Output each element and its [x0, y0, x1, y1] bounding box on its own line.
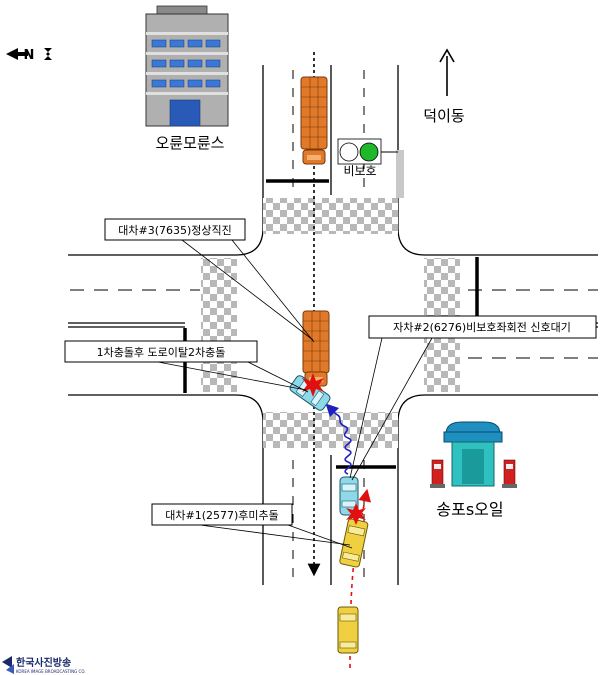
gas-station-icon — [430, 421, 517, 488]
building-icon — [145, 5, 229, 127]
callout-car3-text: 대차#3(7635)정상직진 — [118, 224, 232, 237]
logo-name: 한국사진방송 — [16, 656, 71, 669]
truck-top — [300, 76, 328, 165]
fuel-pump-right-icon — [502, 459, 517, 488]
building-label: 오륜모륜스 — [155, 134, 224, 152]
callout-car2-text: 자차#2(6276)비보호좌회전 신호대기 — [393, 321, 571, 334]
logo-mark-icon — [2, 656, 12, 668]
truck-car3 — [302, 310, 330, 387]
car1-path — [349, 488, 372, 669]
up-arrow-icon — [439, 48, 455, 96]
car1-after-collision — [339, 518, 369, 568]
logo-subtitle: KOREA IMAGE BROADCASTING CO. — [16, 669, 86, 674]
callout-second-collision-text: 1차충돌후 도로이탈2차충돌 — [97, 346, 226, 359]
traffic-signal — [337, 138, 398, 165]
crosswalk-south — [263, 412, 398, 448]
gas-station-label: 송포s오일 — [436, 500, 503, 519]
broadcaster-logo: 한국사진방송 KOREA IMAGE BROADCASTING CO. — [2, 656, 86, 674]
north-letter: N — [24, 48, 35, 63]
north-arrow-icon — [6, 48, 52, 60]
signal-off-light — [339, 142, 359, 162]
car1-approaching — [337, 606, 359, 654]
callout-car2: 자차#2(6276)비보호좌회전 신호대기 — [349, 315, 597, 481]
direction-label: 덕이동 — [423, 107, 465, 125]
signal-label: 비보호 — [343, 164, 376, 178]
collision-mark-second — [302, 373, 324, 397]
car2-path — [325, 403, 352, 475]
callout-car1-text: 대차#1(2577)후미추돌 — [165, 509, 279, 522]
signal-green-light — [359, 142, 379, 162]
crosswalk-north — [263, 198, 398, 234]
collision-mark-first — [346, 503, 366, 525]
callout-car3: 대차#3(7635)정상직진 — [104, 218, 315, 343]
crosswalk-west — [201, 258, 237, 392]
car2-waiting — [339, 476, 359, 516]
fuel-pump-left-icon — [430, 459, 445, 488]
callout-car1: 대차#1(2577)후미추돌 — [151, 503, 353, 549]
callout-second-collision: 1차충돌후 도로이탈2차충돌 — [64, 340, 309, 393]
